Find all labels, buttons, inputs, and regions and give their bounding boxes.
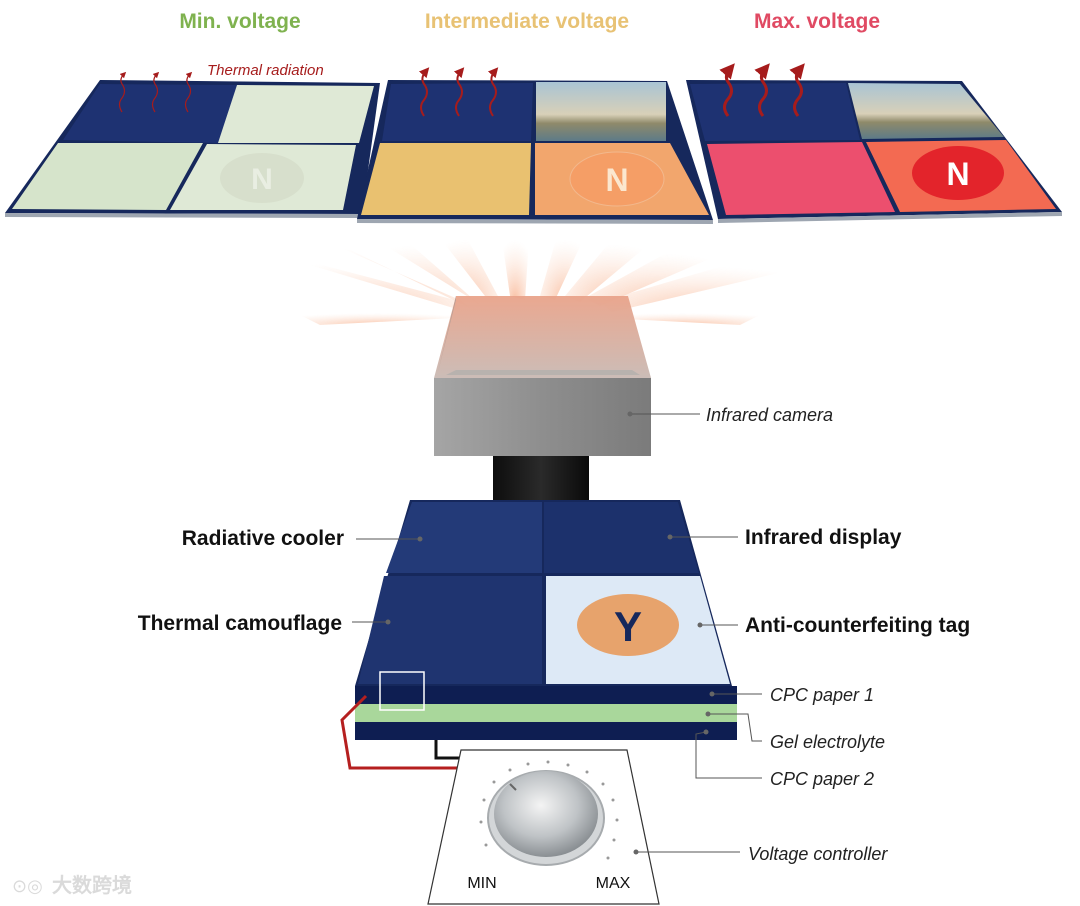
panel-intermediate: N bbox=[357, 80, 713, 224]
panel-intermediate-badge-letter: N bbox=[605, 162, 628, 198]
panel-max-badge bbox=[912, 146, 1004, 200]
knob-dial-dots bbox=[479, 760, 619, 860]
panel-intermediate-display bbox=[536, 82, 666, 141]
watermark-text: 大数跨境 bbox=[52, 873, 132, 897]
label-gel-electrolyte: Gel electrolyte bbox=[770, 732, 885, 752]
device-stack: Y bbox=[355, 500, 737, 740]
wire-black bbox=[434, 740, 470, 760]
label-thermal-camouflage: Thermal camouflage bbox=[138, 612, 342, 635]
label-radiative-cooler: Radiative cooler bbox=[182, 527, 344, 550]
panel-title-min: Min. voltage bbox=[179, 10, 300, 33]
wire-red bbox=[340, 694, 462, 770]
label-voltage-controller: Voltage controller bbox=[748, 844, 888, 864]
panel-min-badge-letter: N bbox=[251, 163, 273, 196]
panel-min-display bbox=[218, 85, 374, 143]
panel-max: N bbox=[686, 80, 1062, 223]
infrared-camera-label: Infrared camera bbox=[706, 405, 833, 425]
panel-title-intermediate: Intermediate voltage bbox=[425, 10, 629, 33]
panel-intermediate-camouflage bbox=[361, 143, 531, 215]
panel-min-camouflage bbox=[12, 143, 203, 210]
watermark: ⊙◎ 大数跨境 bbox=[12, 873, 132, 897]
panel-max-camouflage bbox=[707, 142, 895, 215]
device-infrared-display bbox=[544, 502, 699, 573]
panel-min: N bbox=[5, 80, 380, 218]
thermal-radiation-label: Thermal radiation bbox=[207, 62, 324, 79]
infrared-glow bbox=[265, 225, 800, 325]
voltage-knob[interactable] bbox=[494, 771, 598, 857]
panel-title-max: Max. voltage bbox=[754, 10, 880, 33]
panel-intermediate-badge bbox=[569, 151, 665, 207]
device-tag-letter: Y bbox=[614, 603, 642, 650]
panel-min-badge bbox=[220, 153, 304, 203]
zoom-marker bbox=[379, 671, 425, 711]
layer-cpc-paper-1 bbox=[355, 686, 737, 704]
panel-max-display bbox=[848, 83, 1004, 139]
knob-max-label: MAX bbox=[596, 875, 631, 892]
label-cpc-paper-2: CPC paper 2 bbox=[770, 769, 874, 789]
radiation-arrows-intermediate bbox=[418, 67, 499, 117]
voltage-controller: MIN MAX bbox=[427, 749, 660, 905]
device-tag-badge bbox=[577, 594, 679, 656]
layer-gel-electrolyte bbox=[355, 704, 737, 722]
label-infrared-display: Infrared display bbox=[745, 526, 902, 549]
device-radiative-cooler bbox=[386, 502, 542, 573]
radiation-arrows-min bbox=[118, 71, 193, 113]
radiation-arrows-max bbox=[719, 63, 805, 117]
panel-max-cooler bbox=[690, 83, 860, 141]
panel-min-cooler bbox=[63, 84, 237, 143]
panel-max-badge-letter: N bbox=[946, 156, 969, 192]
watermark-logo-icon: ⊙◎ bbox=[12, 876, 43, 896]
label-anti-counterfeiting-tag: Anti-counterfeiting tag bbox=[745, 614, 970, 637]
layer-cpc-paper-2 bbox=[355, 722, 737, 740]
label-cpc-paper-1: CPC paper 1 bbox=[770, 685, 874, 705]
device-thermal-camouflage bbox=[358, 576, 542, 684]
infrared-camera bbox=[434, 296, 651, 530]
knob-min-label: MIN bbox=[467, 875, 496, 892]
